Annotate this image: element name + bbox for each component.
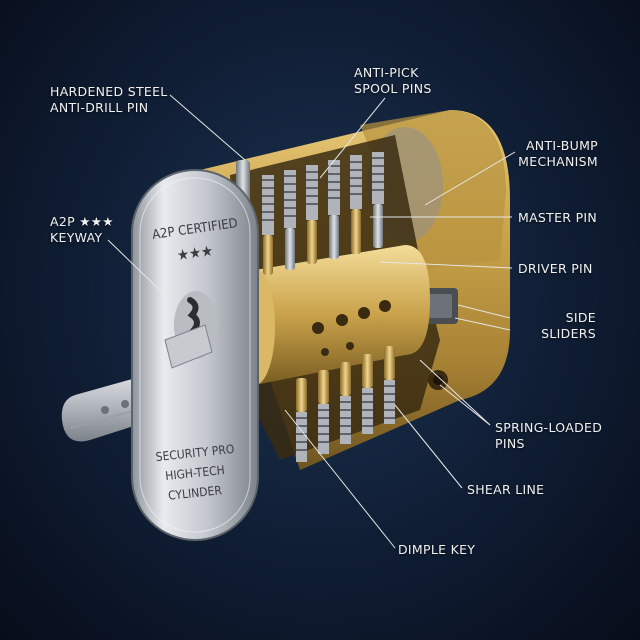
label-spring-loaded-pins: SPRING-LOADED PINS <box>495 420 603 451</box>
plug-dimples <box>312 300 391 356</box>
pin-stack <box>296 378 307 462</box>
lower-pin-stacks <box>296 346 395 462</box>
pin-stack <box>384 346 395 424</box>
label-side-sliders: SIDE SLIDERS <box>541 310 596 341</box>
label-shear-line: SHEAR LINE <box>467 482 545 497</box>
label-hardened-steel-pin: HARDENED STEEL ANTI-DRILL PIN <box>50 84 168 115</box>
label-anti-pick-spool-pins: ANTI-PICK SPOOL PINS <box>354 65 432 96</box>
faceplate <box>131 169 259 541</box>
pin-stack <box>284 170 296 270</box>
pin-stack <box>306 165 318 264</box>
label-driver-pin: DRIVER PIN <box>518 261 593 276</box>
pin-stack <box>340 362 351 444</box>
pin-stack <box>372 152 384 248</box>
pin-stack <box>262 175 274 275</box>
pin-stack <box>350 155 362 254</box>
pin-stack <box>362 354 373 434</box>
pin-stack <box>318 370 329 454</box>
pin-stack <box>328 160 340 259</box>
label-anti-bump: ANTI-BUMP MECHANISM <box>518 138 598 169</box>
label-master-pin: MASTER PIN <box>518 210 598 225</box>
label-a2p-keyway: A2P ★★★ KEYWAY <box>50 214 114 245</box>
leader-lines <box>107 94 516 549</box>
label-dimple-key: DIMPLE KEY <box>398 542 476 557</box>
